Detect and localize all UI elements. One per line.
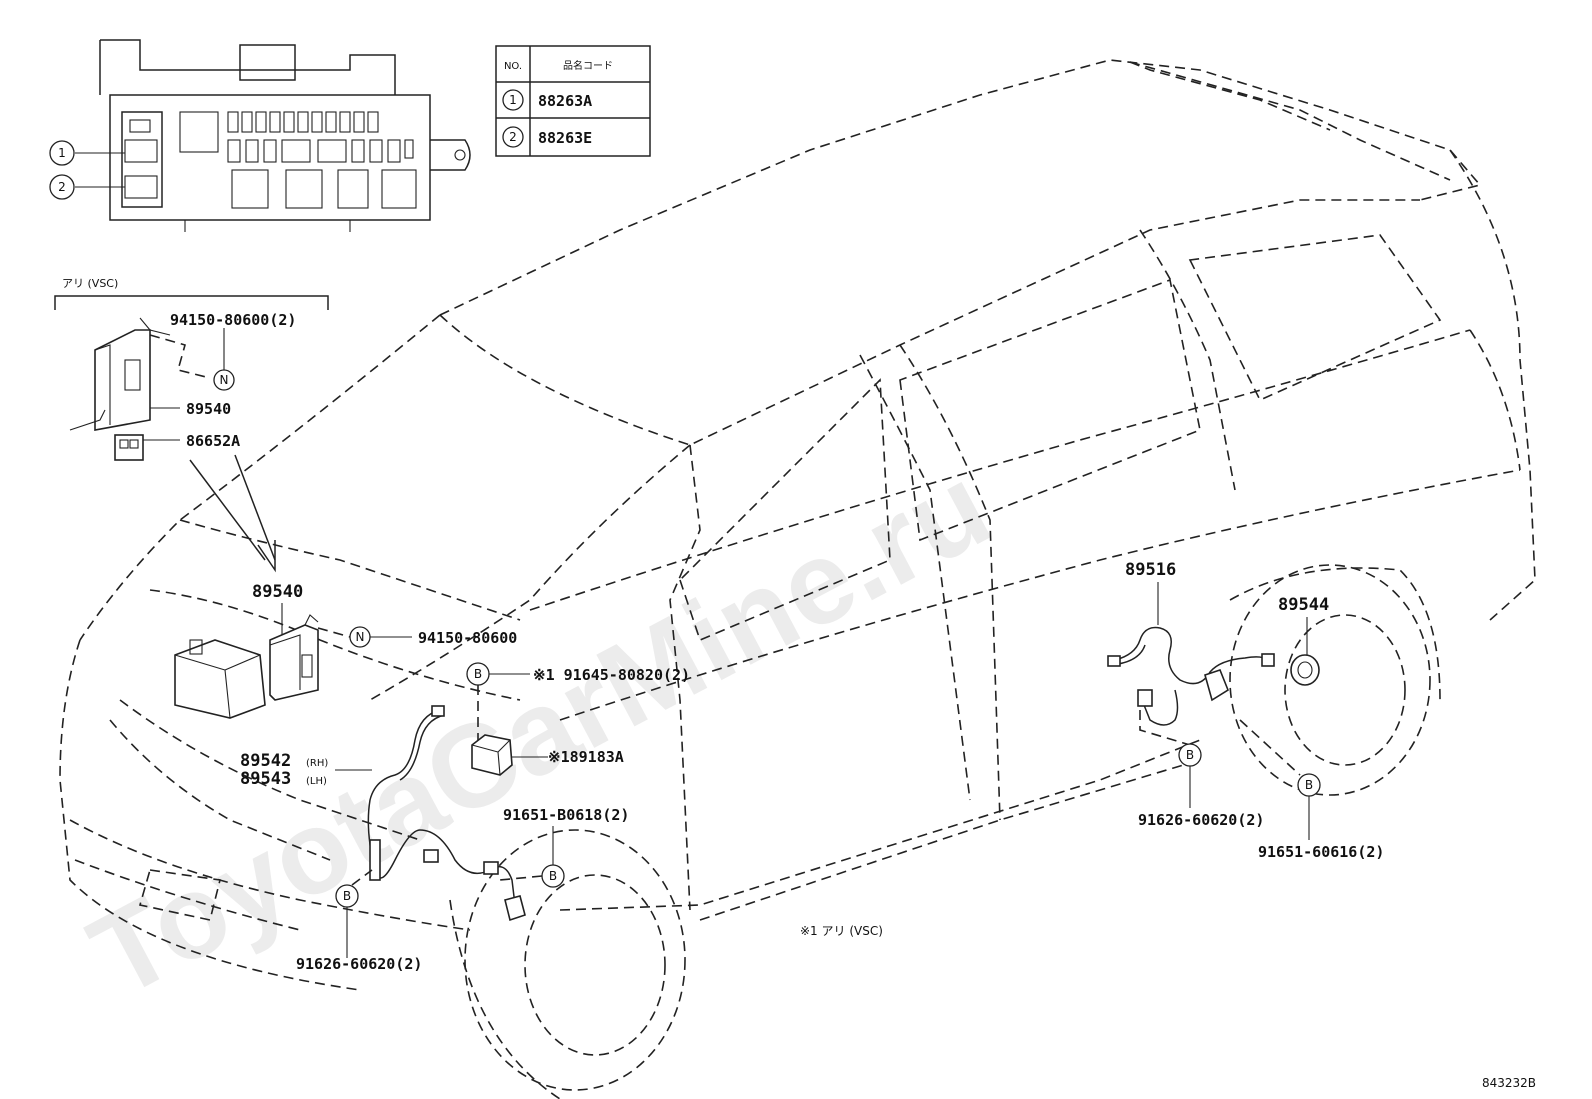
front-bolt: 91651-B0618(2) B [499,806,629,888]
svg-text:89516: 89516 [1125,560,1176,580]
svg-text:91651-60616(2): 91651-60616(2) [1258,843,1384,861]
table-row-1-no: 1 [509,93,517,107]
front-clip: B 91626-60620(2) [296,869,422,973]
svg-text:(LH): (LH) [306,776,327,787]
svg-text:91626-60620(2): 91626-60620(2) [1138,811,1264,829]
table-header-code: 品名コード [563,59,613,72]
svg-text:(RH): (RH) [306,758,328,769]
sensor-rh-label: 89542 [240,751,291,771]
svg-text:N: N [220,373,229,387]
svg-text:91626-60620(2): 91626-60620(2) [296,955,422,973]
table-row-2-no: 2 [509,130,517,144]
rear-speed-sensor: 89516 [1107,560,1275,746]
ecu-bolt-label: 94150-80600 [418,629,517,647]
vsc-bolt-label: 94150-80600(2) [170,311,296,329]
relay-label: ※189183A [548,748,624,766]
svg-text:2: 2 [58,180,66,194]
vsc-clip: B ※1 91645-80820(2) [466,662,690,740]
svg-text:91651-B0618(2): 91651-B0618(2) [503,806,629,824]
diagram-id: 843232B [1482,1076,1536,1090]
part-code-table: NO. 品名コード 1 88263A 2 88263E [495,45,651,157]
rear-clip: B 91626-60620(2) [1138,743,1264,829]
junction-box [99,39,471,232]
svg-text:B: B [343,889,351,903]
svg-text:B: B [1305,778,1313,792]
ecu-89540: 89540 N 94150-80600 [252,582,517,701]
svg-text:B: B [1186,748,1194,762]
vsc-option-header: アリ (VSC) [62,277,118,290]
svg-text:B: B [549,869,557,883]
table-row-2-code: 88263E [538,129,592,147]
sensor-lh-label: 89543 [240,769,291,789]
rear-bolt: B 91651-60616(2) [1239,719,1384,861]
front-speed-sensor: 89542 (RH) 89543 (LH) [240,705,526,922]
footnote: ※1 アリ (VSC) [800,924,883,938]
table-row-1-code: 88263A [538,92,592,110]
vsc-ecu-label: 89540 [186,400,231,418]
table-header-no: NO. [504,61,522,72]
vsc-bracket-label: 86652A [186,432,240,450]
fuse-callout-2: 2 [49,174,125,200]
vsc-clip-label: ※1 91645-80820(2) [533,666,690,684]
vsc-option-group: アリ (VSC) N 94150-80600(2) 89540 86652A [54,277,329,573]
brake-actuator [174,639,266,719]
rear-rotor: 89544 [1278,595,1329,686]
vehicle-outline [59,59,1536,1099]
svg-text:89544: 89544 [1278,595,1329,615]
svg-text:89540: 89540 [252,582,303,602]
relay-189183A: ※189183A [471,734,624,776]
fuse-callout-1: 1 [49,140,125,166]
svg-text:1: 1 [58,146,66,160]
svg-text:N: N [356,630,365,644]
svg-text:B: B [474,667,482,681]
